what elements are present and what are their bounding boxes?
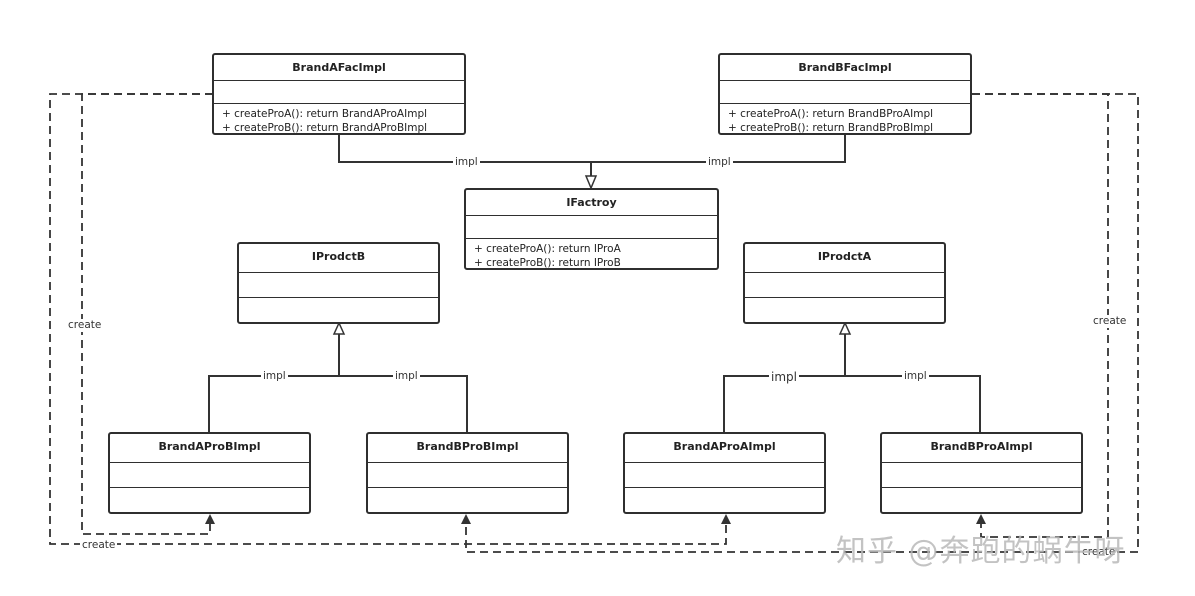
impl-label-brandaproa: impl [769, 370, 799, 384]
divider [368, 462, 567, 463]
class-brandaprobimpl[interactable]: BrandAProBImpl [108, 432, 311, 514]
create-label-right: create [1091, 315, 1129, 328]
class-name: BrandAFacImpl [292, 61, 386, 74]
arrowhead-brandbproa [976, 514, 986, 524]
class-brandbprobimpl[interactable]: BrandBProBImpl [366, 432, 569, 514]
create-label-bottom-left: create [80, 539, 118, 552]
method-list: + createProA(): return IProA + createPro… [474, 242, 713, 270]
class-name: BrandAProBImpl [158, 440, 261, 453]
method-createprob: + createProB(): return IProB [474, 257, 621, 269]
ifactory-inherit-arrowhead [584, 175, 598, 190]
method-createproa: + createProA(): return BrandBProAImpl [728, 108, 934, 120]
method-createprob: + createProB(): return BrandAProBImpl [222, 122, 428, 134]
divider [110, 462, 309, 463]
arrowhead-brandaproa [721, 514, 731, 524]
class-name: IProdctB [311, 250, 366, 263]
impl-label-brandbfac: impl [706, 156, 733, 169]
class-brandaproaimpl[interactable]: BrandAProAImpl [623, 432, 826, 514]
method-list: + createProA(): return BrandAProAImpl + … [222, 107, 460, 135]
create-edge-brandafac-brandaprob [81, 93, 213, 535]
class-name: BrandBFacImpl [798, 61, 892, 74]
arrowhead-brandaprob [205, 514, 215, 524]
class-name: BrandAProAImpl [673, 440, 776, 453]
class-brandbfacimpl[interactable]: BrandBFacImpl + createProA(): return Bra… [718, 53, 972, 135]
divider [745, 272, 944, 273]
divider [625, 462, 824, 463]
impl-label-brandafac: impl [453, 156, 480, 169]
class-iprodcta[interactable]: IProdctA [743, 242, 946, 324]
create-edge-brandbfac-brandbprob [465, 93, 1139, 553]
iprodcta-inherit-arrowhead [838, 321, 852, 335]
zhihu-watermark: 知乎 @奔跑的蜗牛呀 [836, 534, 1126, 569]
divider [882, 462, 1081, 463]
divider [214, 103, 464, 104]
impl-edge-brandbproa-iprodcta [845, 375, 981, 432]
method-createproa: + createProA(): return IProA [474, 243, 621, 255]
create-label-left: create [66, 319, 104, 332]
class-name: BrandBProAImpl [930, 440, 1033, 453]
impl-label-brandbproa: impl [902, 370, 929, 383]
divider [368, 487, 567, 488]
class-name: IProdctA [817, 250, 872, 263]
impl-edge-brandaprob-iprodctb [208, 334, 340, 432]
method-createproa: + createProA(): return BrandAProAImpl [222, 108, 428, 120]
class-name: BrandBProBImpl [416, 440, 519, 453]
divider [110, 487, 309, 488]
divider [214, 80, 464, 81]
divider [720, 103, 970, 104]
impl-edge-brandbfac-ifactory [591, 135, 846, 163]
impl-edge-brandbprob-iprodctb [339, 375, 468, 432]
divider [466, 215, 717, 216]
class-iprodctb[interactable]: IProdctB [237, 242, 440, 324]
method-createprob: + createProB(): return BrandBProBImpl [728, 122, 934, 134]
class-brandbproaimpl[interactable]: BrandBProAImpl [880, 432, 1083, 514]
arrowhead-brandbprob [461, 514, 471, 524]
divider [745, 297, 944, 298]
create-label-bottom-right: create [1080, 546, 1118, 559]
divider [882, 487, 1081, 488]
divider [239, 272, 438, 273]
impl-label-brandbprob: impl [393, 370, 420, 383]
divider [720, 80, 970, 81]
divider [239, 297, 438, 298]
impl-label-brandaprob: impl [261, 370, 288, 383]
method-list: + createProA(): return BrandBProAImpl + … [728, 107, 966, 135]
iprodctb-inherit-arrowhead [332, 321, 346, 335]
divider [625, 487, 824, 488]
divider [466, 238, 717, 239]
class-name: IFactroy [566, 196, 617, 209]
class-brandafacimpl[interactable]: BrandAFacImpl + createProA(): return Bra… [212, 53, 466, 135]
create-edge-brandafac-brandaproa [49, 93, 727, 545]
create-edge-brandbfac-brandbproa [972, 93, 1109, 538]
class-ifactroy[interactable]: IFactroy + createProA(): return IProA + … [464, 188, 719, 270]
